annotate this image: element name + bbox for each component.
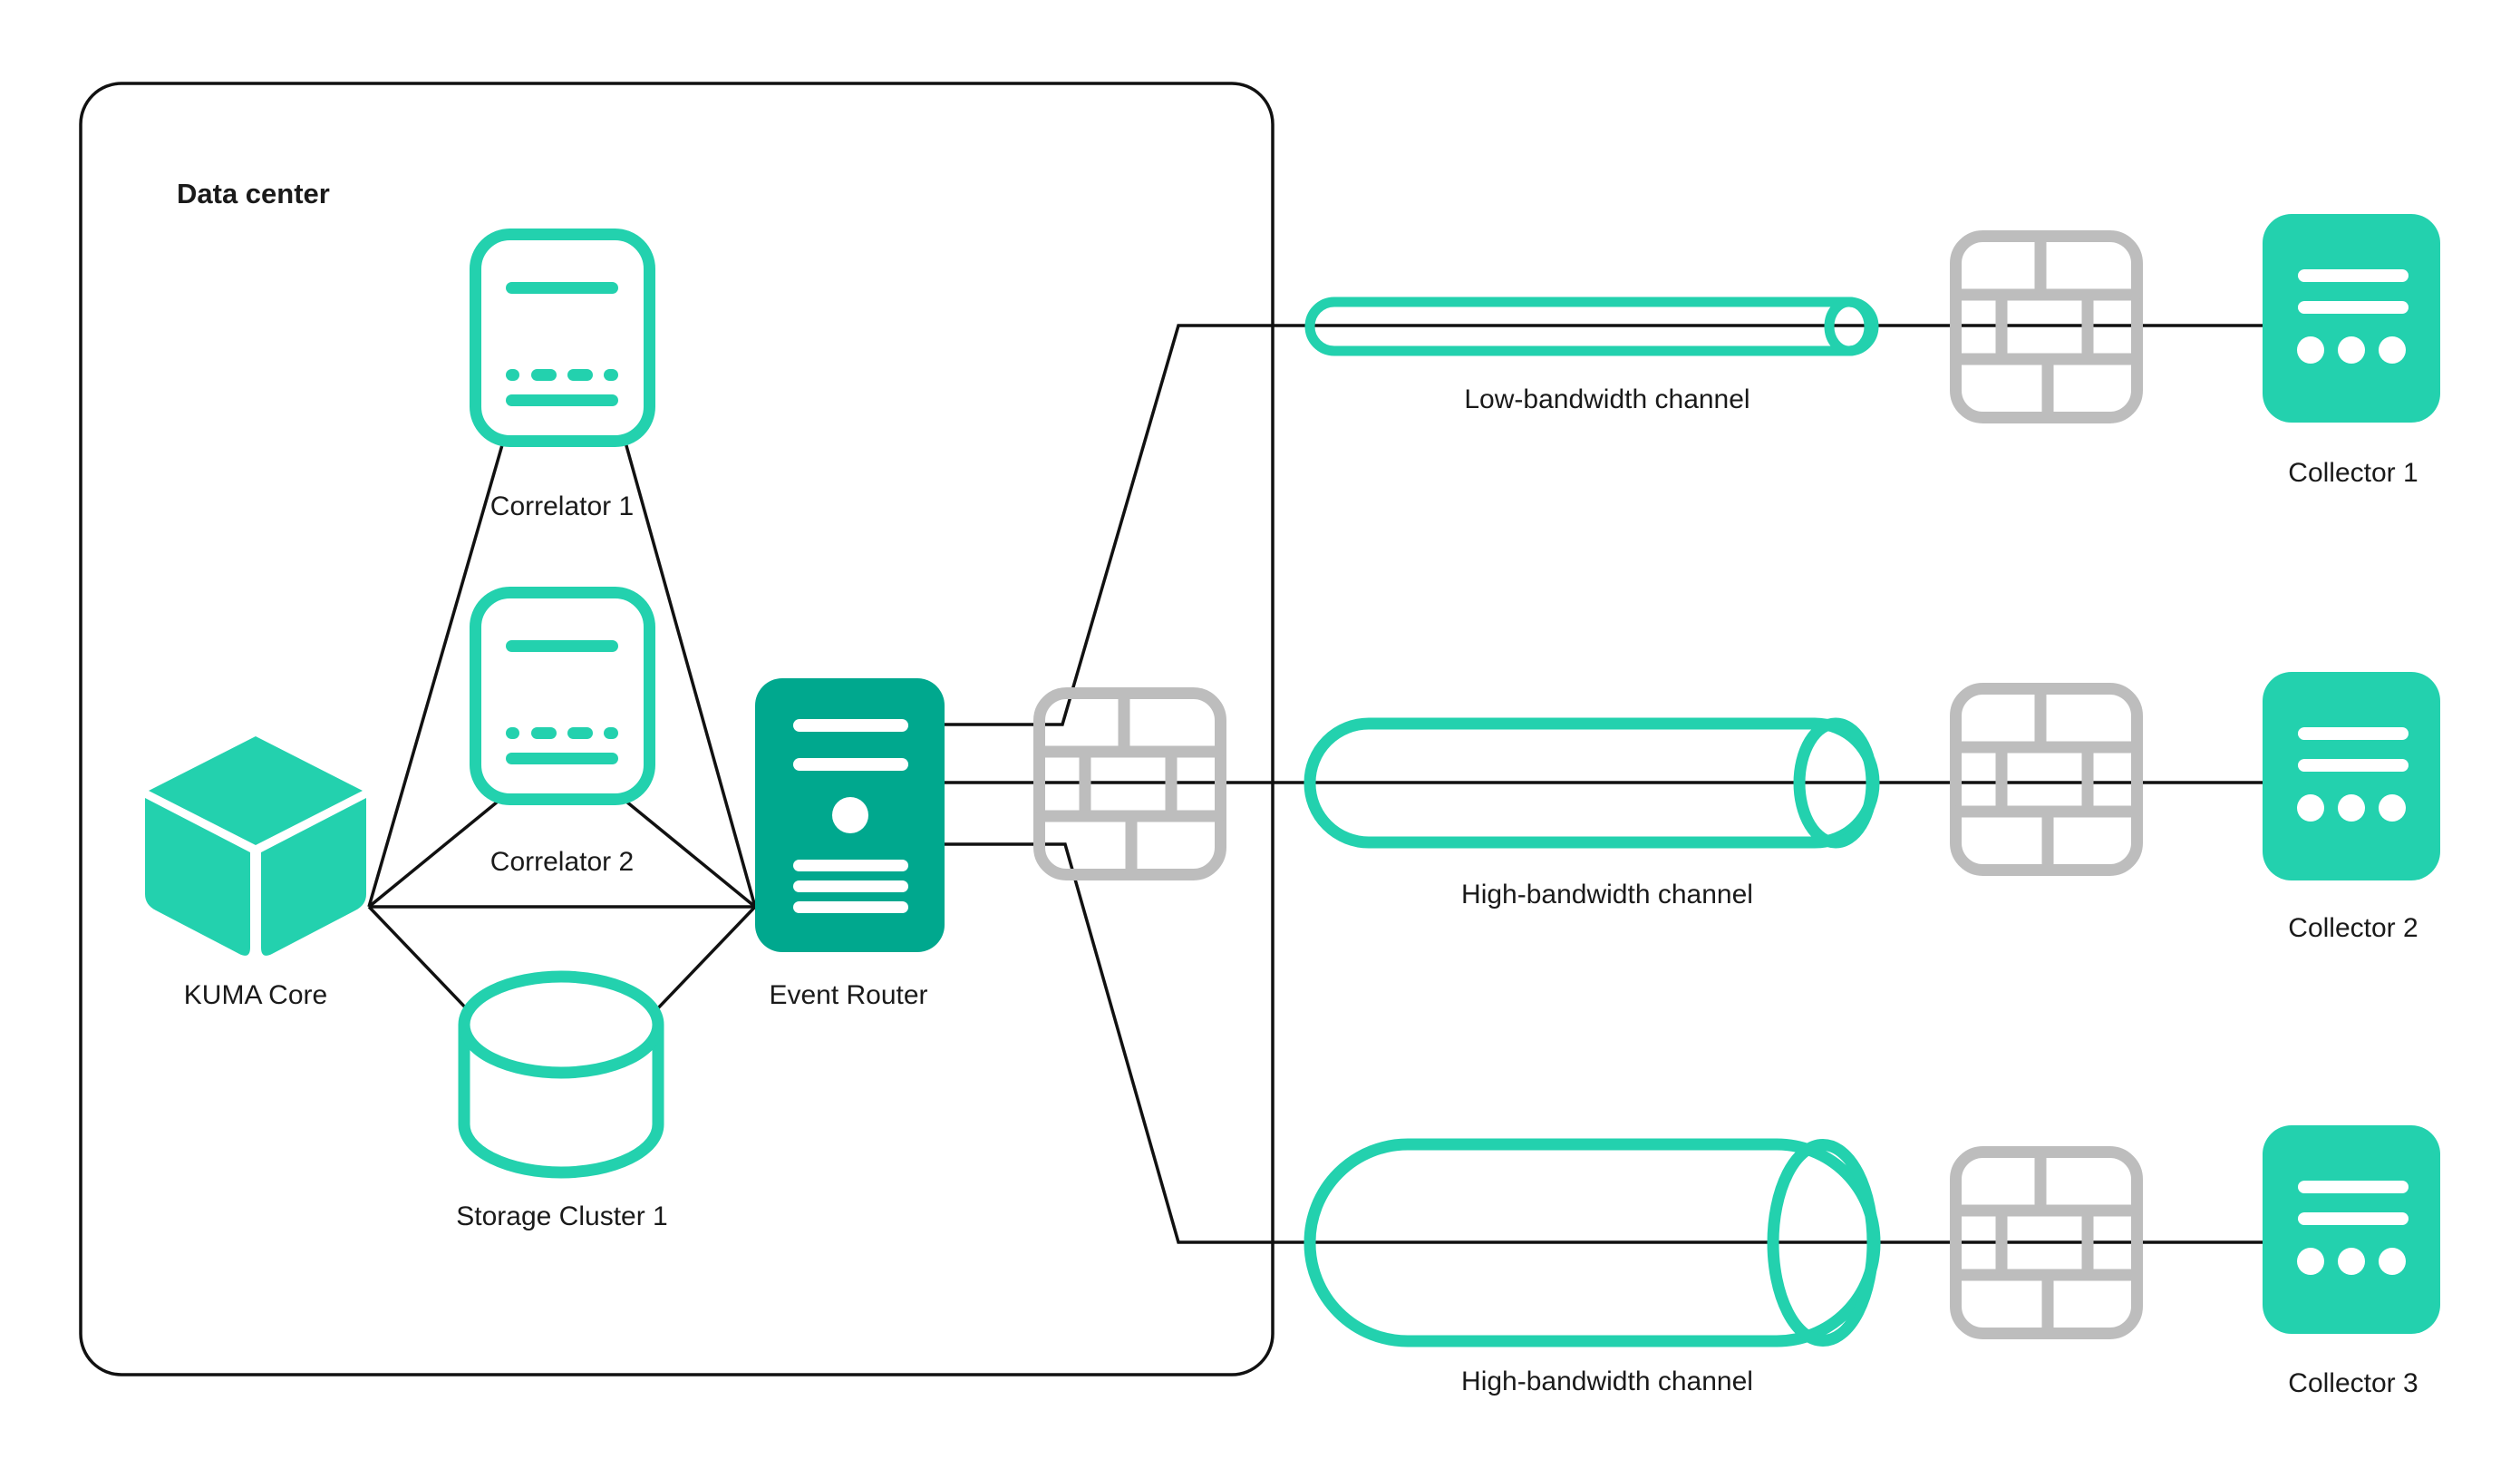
- line-router-correlator2: [615, 792, 757, 909]
- collector2-label: Collector 2: [2288, 913, 2418, 943]
- data-center-label: Data center: [177, 178, 330, 209]
- collector-icons: [2263, 214, 2440, 1334]
- correlator2-icon: [476, 593, 650, 800]
- correlator1-icon: [476, 235, 650, 442]
- line-core-correlator2: [367, 792, 509, 909]
- low-bandwidth-channel-label: Low-bandwidth channel: [1464, 384, 1749, 414]
- collector3-icon: [2263, 1125, 2440, 1334]
- correlator1-label: Correlator 1: [490, 491, 634, 521]
- data-center-container: [79, 82, 1275, 1376]
- line-router-correlator1: [619, 425, 757, 908]
- event-router-label: Event Router: [769, 980, 927, 1010]
- connection-lines: [367, 324, 2263, 1244]
- high-bandwidth-channel-bottom-label: High-bandwidth channel: [1461, 1367, 1753, 1396]
- high-bandwidth-pipe-middle-icon: [1304, 717, 1880, 849]
- kuma-core-label: KUMA Core: [184, 980, 327, 1010]
- event-router-icon: [755, 678, 945, 952]
- labels: Data center Correlator 1 Correlator 2 KU…: [177, 178, 2418, 1398]
- storage-cluster-label: Storage Cluster 1: [456, 1201, 667, 1231]
- collector3-label: Collector 3: [2288, 1368, 2418, 1398]
- collector1-icon: [2263, 214, 2440, 423]
- collector1-label: Collector 1: [2288, 458, 2418, 488]
- firewall-icon-collector2: [1956, 689, 2137, 871]
- kuma-core-cube-icon: [145, 736, 366, 956]
- storage-cluster-database-icon: [458, 970, 664, 1179]
- channel-pipes: [1304, 297, 1881, 1347]
- correlator2-label: Correlator 2: [490, 847, 634, 877]
- high-bandwidth-pipe-bottom-icon: [1304, 1138, 1881, 1347]
- line-channel-low: [945, 324, 2263, 726]
- collector2-icon: [2263, 672, 2440, 880]
- line-channel-high-bottom: [945, 842, 2263, 1244]
- low-bandwidth-pipe-icon: [1304, 297, 1879, 356]
- high-bandwidth-channel-middle-label: High-bandwidth channel: [1461, 880, 1753, 909]
- line-core-correlator1: [367, 425, 509, 908]
